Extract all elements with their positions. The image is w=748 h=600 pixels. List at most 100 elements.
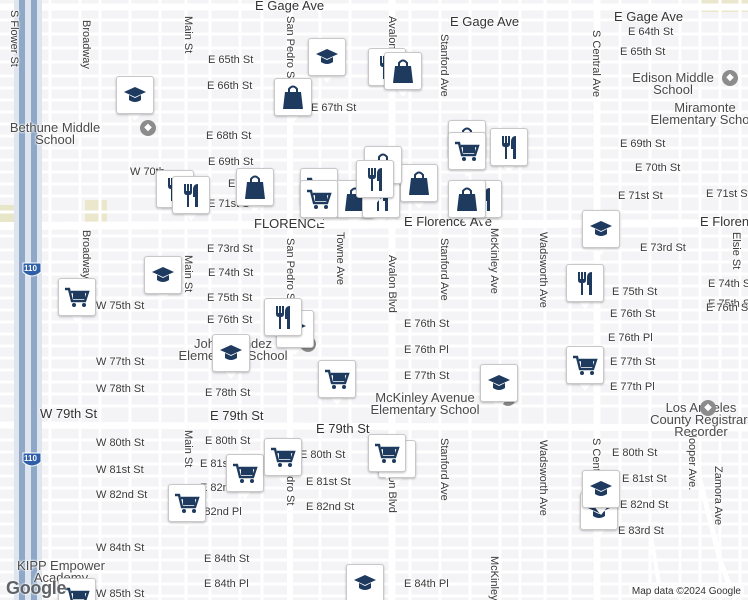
street-label-vertical: Main St [182,255,194,293]
school-icon [582,470,620,508]
street-label: W 75th St [96,300,145,312]
poi-label[interactable]: Edison Middle School [632,70,714,97]
shopping-bag-icon [236,168,274,206]
school-icon [308,38,346,76]
map-marker-school[interactable] [144,256,182,304]
shield-number: 110 [24,454,37,463]
map-marker-shopping-bag[interactable] [400,164,438,212]
map-marker-school[interactable] [582,470,620,518]
map-marker-shopping-cart[interactable] [58,278,96,326]
map-marker-school[interactable] [582,210,620,258]
marker-pointer [591,527,607,537]
marker-pointer [411,199,427,209]
marker-pointer [319,73,335,83]
map-marker-shopping-cart[interactable] [264,438,302,486]
restaurant-icon [566,264,604,302]
street-label-vertical: McKinley Ave [488,228,500,294]
map-marker-shopping-bag[interactable] [236,168,274,216]
street-label: E 76th Pl [404,344,449,356]
street-label: E 71st St [618,190,663,202]
map-marker-shopping-cart[interactable] [368,434,406,482]
map-marker-shopping-cart[interactable] [300,180,338,228]
map-marker-school[interactable] [212,334,250,382]
map-marker-shopping-cart[interactable] [58,578,96,600]
street-label-vertical: McKinley Ave [488,556,500,600]
street-label: E 73rd St [640,242,686,254]
map-marker-shopping-cart[interactable] [168,484,206,532]
shopping-bag-icon [400,164,438,202]
map-marker-shopping-cart[interactable] [566,346,604,394]
marker-pointer [275,473,291,483]
map-marker-shopping-bag[interactable] [274,78,312,126]
marker-pointer [287,345,303,355]
poi-label[interactable]: Miramonte Elementary School [650,100,748,127]
marker-pointer [367,195,383,205]
restaurant-icon [172,176,210,214]
street-label: E 69th St [208,156,254,168]
street-label-vertical: S Flower St [8,10,20,67]
marker-pointer [69,313,85,323]
poi-label[interactable]: Bethune Middle School [9,120,101,147]
map-marker-restaurant[interactable] [264,298,302,346]
street-label-vertical: Stanford Ave [438,34,450,97]
street-label: E 79th St [210,408,264,423]
marker-pointer [475,215,491,225]
street-label: E 76th St [706,302,748,314]
poi-label[interactable]: McKinley Avenue Elementary School [370,390,480,417]
street-label: W 82nd St [96,489,148,501]
street-label-vertical: Towne Ave [334,232,346,286]
marker-pointer [395,87,411,97]
street-label: E 84th Pl [404,578,449,590]
map-marker-school[interactable] [308,38,346,86]
street-label-vertical: S Central Ave [590,30,602,98]
map-marker-restaurant[interactable] [172,176,210,224]
street-label: W 77th St [96,356,145,368]
map-attribution[interactable]: Map data ©2024 Google [628,586,744,597]
map-marker-shopping-cart[interactable] [318,360,356,408]
map-marker-shopping-cart[interactable] [226,454,264,502]
street-label: E 74th St [708,278,748,290]
marker-pointer [311,215,327,225]
shopping-cart-icon [448,132,486,170]
shopping-cart-icon [300,180,338,218]
school-icon [144,256,182,294]
marker-pointer [379,469,395,479]
street-label: E 65th St [208,54,254,66]
street-label: E 80th St [300,449,346,461]
street-label: W 84th St [96,542,145,554]
school-icon [480,364,518,402]
map-marker-school[interactable] [346,564,384,600]
map-marker-school[interactable] [480,364,518,412]
map-marker-shopping-bag[interactable] [384,52,422,100]
street-label: E 80th St [205,435,251,447]
google-logo[interactable]: Google [6,578,67,598]
school-icon: ◆ [722,70,738,86]
poi-label[interactable]: Los Angeles County Registrar-Recorder [650,400,748,439]
street-label: E 84th Pl [204,578,249,590]
street-label-vertical: Wadsworth Ave [537,440,549,516]
shopping-cart-icon [318,360,356,398]
street-label-vertical: Zamora Ave [712,466,724,526]
marker-pointer [501,163,517,173]
map-marker-restaurant[interactable] [566,264,604,312]
map-marker-restaurant[interactable] [490,128,528,176]
shopping-cart-icon [168,484,206,522]
street-label: E 65th St [620,46,666,58]
map-marker-shopping-bag[interactable] [448,180,486,228]
i-110-shield-icon: 110 [21,262,43,280]
street-label-vertical: Broadway [80,230,92,279]
street-label: E 81st St [306,476,351,488]
restaurant-icon [490,128,528,166]
map-marker-school[interactable] [116,76,154,124]
street-label: W 80th St [96,437,145,449]
marker-pointer [459,167,475,177]
map-marker-restaurant[interactable] [356,160,394,208]
marker-pointer [459,215,475,225]
map-marker-shopping-cart[interactable] [448,132,486,180]
marker-pointer [593,505,609,515]
minor-street [648,529,662,591]
street-label-vertical: Wadsworth Ave [537,232,549,308]
i-110-shield-icon: 110 [21,452,43,470]
marker-pointer [275,333,291,343]
